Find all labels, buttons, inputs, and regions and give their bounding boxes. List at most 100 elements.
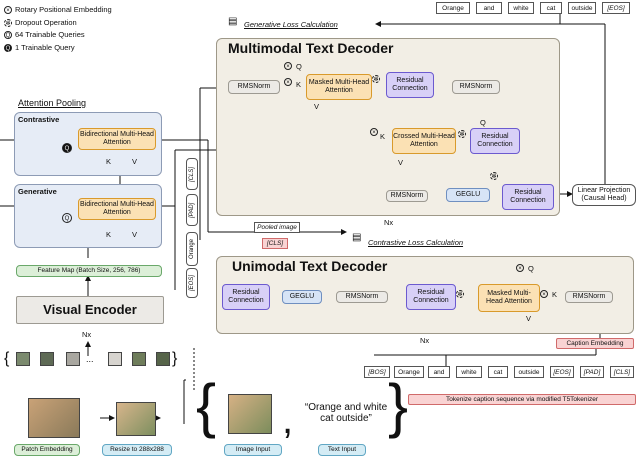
input-token: [PAD] <box>580 366 604 378</box>
um-residual-mid: Residual Connection <box>406 284 456 310</box>
patch-thumbnail <box>16 352 30 366</box>
caption-embedding-box: Caption Embedding <box>556 338 634 349</box>
x-circle-icon: × <box>516 264 524 272</box>
token-pad-vertical: [PAD] <box>186 194 198 226</box>
mm-q-label: Q <box>296 62 302 71</box>
legend-label: 64 Trainable Queries <box>15 30 85 39</box>
snowflake-icon: ✻ <box>490 172 498 180</box>
cls-token: [CLS] <box>262 238 288 249</box>
mm-q-label-2: Q <box>480 118 486 127</box>
mm-k-label: K <box>296 80 302 89</box>
patch-thumbnail <box>66 352 80 366</box>
input-token: [EOS] <box>550 366 574 378</box>
um-masked-mha: Masked Multi-Head Attention <box>478 284 540 312</box>
x-circle-icon: × <box>284 62 292 70</box>
q-circle-icon: Q <box>62 213 72 223</box>
generative-loss-label: Generative Loss Calculation <box>244 20 338 29</box>
contrastive-attention-block: Bidirectional Multi-Head Attention <box>78 128 156 150</box>
input-token: white <box>456 366 482 378</box>
q-circle-dark-icon: Q <box>62 143 72 153</box>
x-circle-icon: × <box>540 290 548 298</box>
mm-residual-3: Residual Connection <box>502 184 554 210</box>
x-circle-icon: × <box>4 6 12 15</box>
um-rmsnorm-in: RMSNorm <box>565 291 613 303</box>
k-label: K <box>106 230 112 239</box>
legend-label: Rotary Positional Embedding <box>15 5 112 14</box>
output-token: outside <box>568 2 596 14</box>
legend-item: ×Rotary Positional Embedding <box>4 4 112 17</box>
legend: ×Rotary Positional Embedding ✻Dropout Op… <box>4 4 112 54</box>
resized-image <box>116 402 156 436</box>
snowflake-icon: ✻ <box>458 130 466 138</box>
k-label: K <box>106 157 112 166</box>
input-token: Orange <box>394 366 424 378</box>
um-rmsnorm-mid: RMSNorm <box>336 291 388 303</box>
output-token: cat <box>540 2 562 14</box>
patch-thumbnail <box>108 352 122 366</box>
q-circle-icon: Q <box>4 31 12 40</box>
um-nx-label: Nx <box>420 336 430 345</box>
patch-thumbnail <box>40 352 54 366</box>
brace-input-open: { <box>196 372 217 439</box>
um-k-label: K <box>552 290 558 299</box>
mm-crossed-mha: Crossed Multi-Head Attention <box>392 128 456 154</box>
mm-rmsnorm-1: RMSNorm <box>228 80 280 94</box>
mm-masked-mha: Masked Multi-Head Attention <box>306 74 372 100</box>
mm-v-label: V <box>314 102 320 111</box>
patch-grid-image <box>28 398 80 438</box>
um-v-label: V <box>526 314 532 323</box>
contrastive-loss-label: Contrastive Loss Calculation <box>368 238 464 247</box>
mm-k-label-2: K <box>380 132 386 141</box>
pooled-image-token: Pooled image <box>254 222 300 233</box>
feature-map-box: Feature Map (Batch Size, 256, 786) <box>16 265 162 277</box>
input-token: [CLS] <box>610 366 634 378</box>
input-token: cat <box>488 366 508 378</box>
output-token-row: Orange and white cat outside [EOS] <box>436 2 630 14</box>
mm-rmsnorm-3: RMSNorm <box>386 190 428 202</box>
brace-open: { <box>4 350 10 367</box>
ellipsis: ... <box>86 354 94 364</box>
text-input-box: Text Input <box>318 444 366 456</box>
mm-rmsnorm-2: RMSNorm <box>452 80 500 94</box>
visual-encoder-box: Visual Encoder <box>16 296 164 324</box>
contrastive-label: Contrastive <box>18 115 60 124</box>
um-residual-out: Residual Connection <box>222 284 270 310</box>
snowflake-icon: ✻ <box>4 18 12 27</box>
input-token: outside <box>514 366 544 378</box>
token-cls-vertical: [CLS] <box>186 158 198 190</box>
image-input-box: Image Input <box>224 444 282 456</box>
patch-thumbnail <box>132 352 146 366</box>
mm-residual-1: Residual Connection <box>386 72 434 98</box>
output-token: [EOS] <box>602 2 630 14</box>
generative-label: Generative <box>18 187 57 196</box>
um-q-label: Q <box>528 264 534 273</box>
output-token: Orange <box>436 2 470 14</box>
token-orange-vertical: Orange <box>186 232 198 266</box>
generative-attention-block: Bidirectional Multi-Head Attention <box>78 198 156 220</box>
um-geglu: GEGLU <box>282 290 322 304</box>
unimodal-title: Unimodal Text Decoder <box>232 258 388 274</box>
x-circle-icon: × <box>370 128 378 136</box>
input-token-row: [BOS] Orange and white cat outside [EOS]… <box>364 366 636 378</box>
snowflake-icon: ✻ <box>456 290 464 298</box>
output-token: white <box>508 2 534 14</box>
x-circle-icon: × <box>284 78 292 86</box>
comma: , <box>282 398 294 442</box>
snowflake-icon: ✻ <box>372 75 380 83</box>
linear-projection-box: Linear Projection (Causal Head) <box>572 184 636 206</box>
q-circle-dark-icon: Q <box>4 43 12 52</box>
v-label: V <box>132 230 138 239</box>
output-token: and <box>476 2 502 14</box>
brace-input-close: } <box>388 372 409 439</box>
input-image <box>228 394 272 434</box>
tokenize-box: Tokenize caption sequence via modified T… <box>408 394 636 405</box>
attention-pooling-title: Attention Pooling <box>18 98 87 108</box>
brace-close: } <box>172 350 178 367</box>
legend-label: Dropout Operation <box>15 17 77 27</box>
legend-item: ✻Dropout Operation <box>4 17 112 30</box>
token-eos-vertical: [EOS] <box>186 268 198 298</box>
multimodal-title: Multimodal Text Decoder <box>228 40 394 56</box>
mm-residual-2: Residual Connection <box>470 128 520 154</box>
